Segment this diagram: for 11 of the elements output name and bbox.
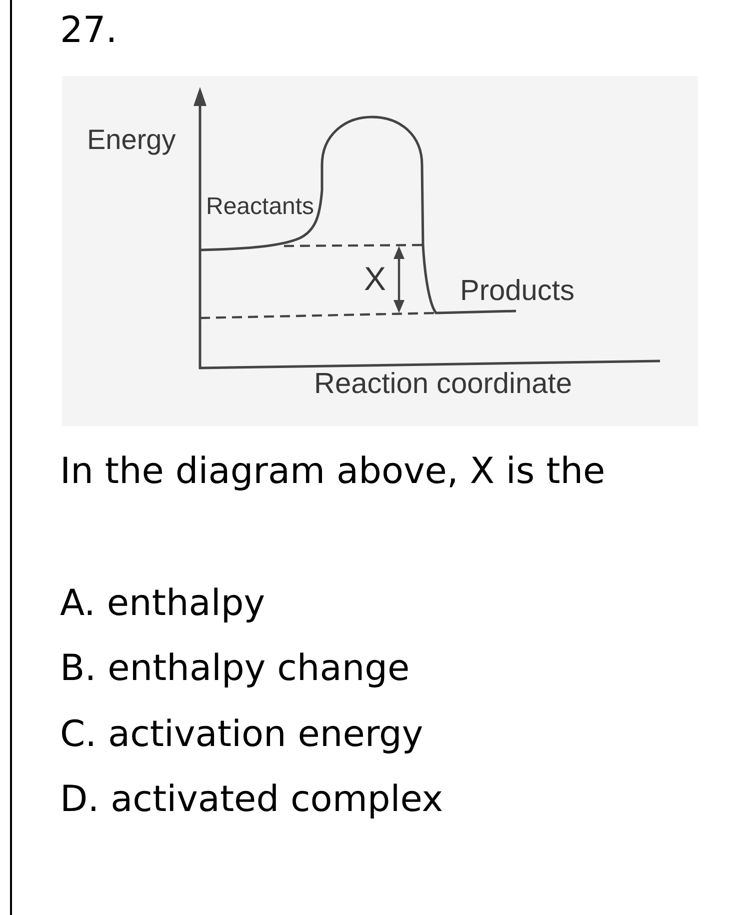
answer-option: B. enthalpy change: [60, 651, 410, 687]
answer-option: C. activation energy: [60, 717, 424, 753]
answer-option: A. enthalpy: [60, 586, 265, 622]
curve-label: Reactants: [206, 195, 314, 219]
dimension-label: X: [364, 262, 386, 295]
answer-option: D. activated complex: [60, 782, 444, 818]
curve-label: Products: [460, 277, 574, 306]
question-text: In the diagram above, X is the: [60, 454, 606, 490]
axis-label: Energy: [87, 126, 176, 154]
axis-label: Reaction coordinate: [314, 370, 572, 399]
question-number: 27.: [60, 13, 118, 49]
